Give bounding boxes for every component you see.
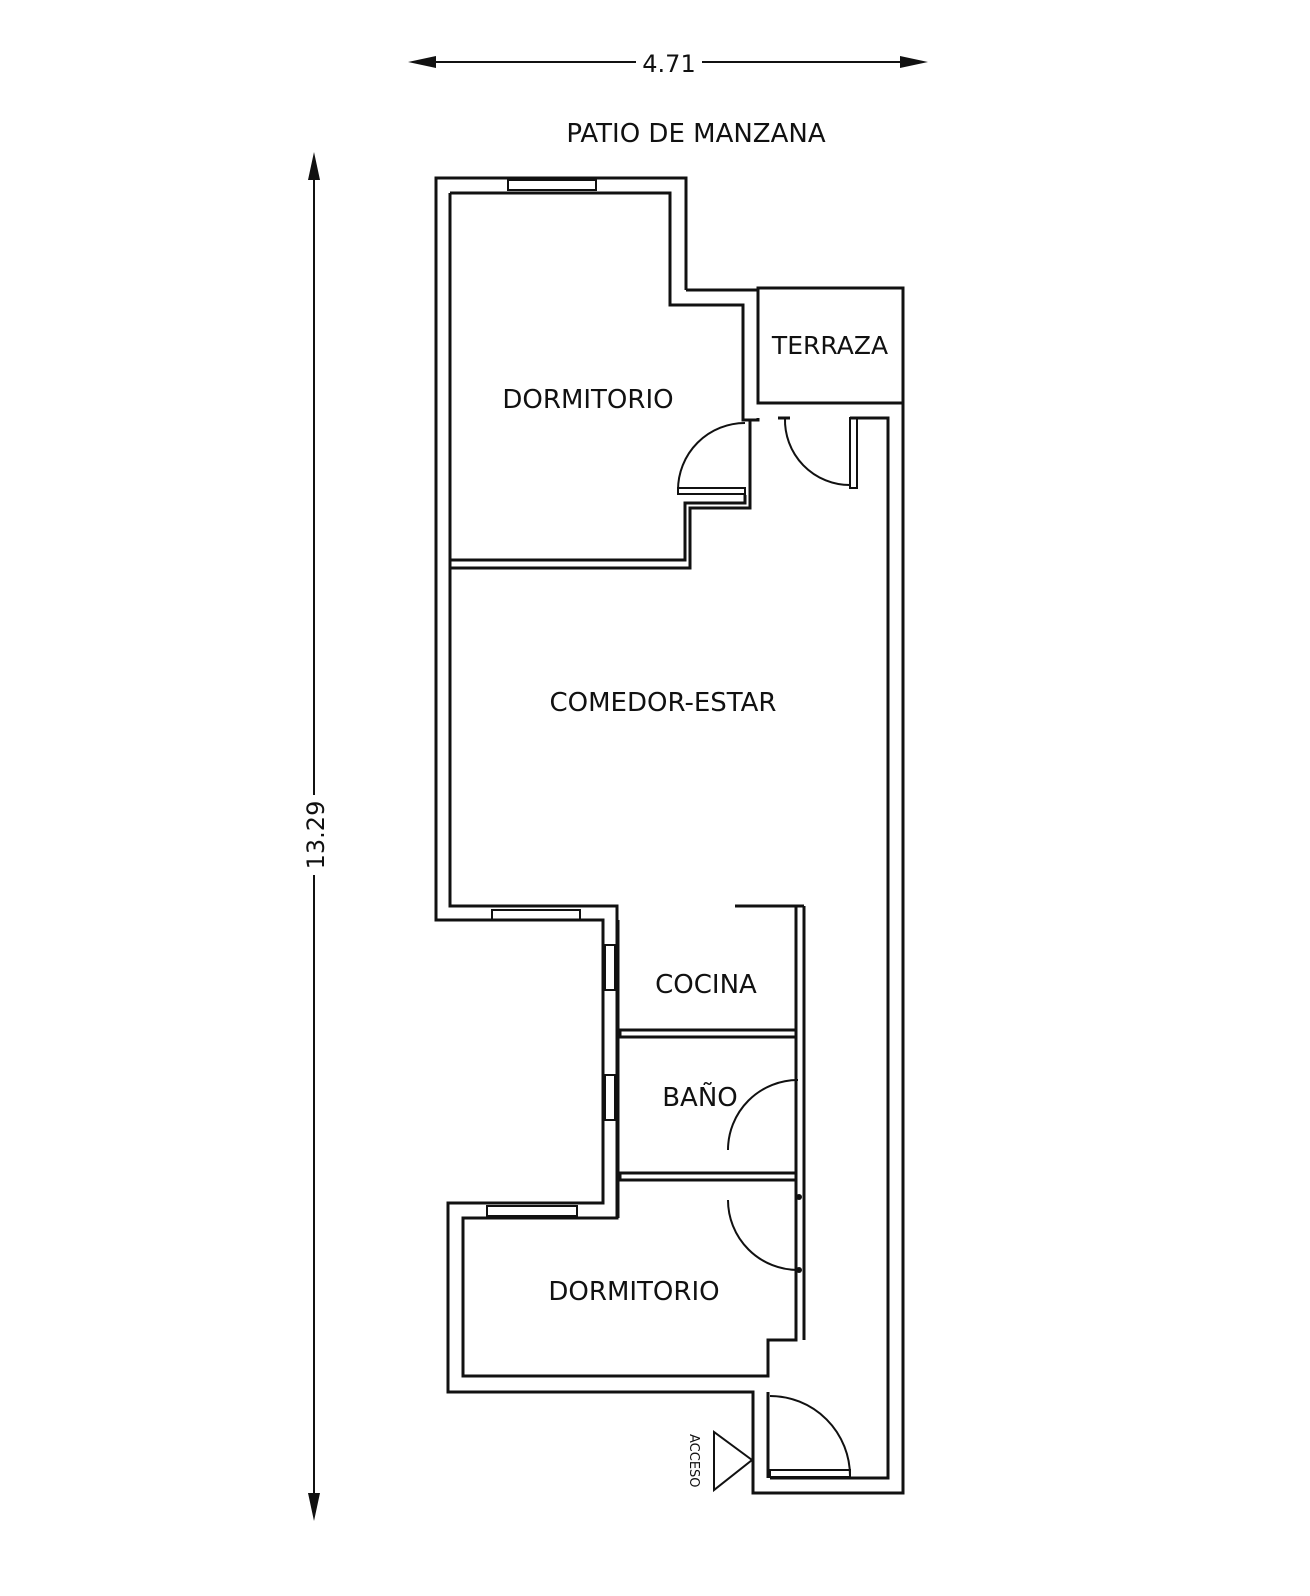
doors <box>677 417 858 1478</box>
bathroom-label: BAÑO <box>662 1081 738 1113</box>
access-label: ACCESO <box>686 1434 701 1488</box>
width-label: 4.71 <box>642 50 695 78</box>
terrace-label: TERRAZA <box>771 331 888 360</box>
living-label: COMEDOR-ESTAR <box>549 688 776 718</box>
windows <box>486 179 616 1217</box>
kitchen-label: COCINA <box>655 970 757 1000</box>
access-marker: ACCESO <box>686 1430 754 1493</box>
width-dimension: 4.71 <box>408 50 928 78</box>
bedroom-top-label: DORMITORIO <box>502 385 673 415</box>
bedroom-bottom-label: DORMITORIO <box>548 1277 719 1307</box>
height-dimension: 13.29 <box>302 152 330 1521</box>
height-label: 13.29 <box>302 801 330 870</box>
orientation-label: PATIO DE MANZANA <box>566 119 825 149</box>
access-arrow-icon <box>713 1430 754 1493</box>
